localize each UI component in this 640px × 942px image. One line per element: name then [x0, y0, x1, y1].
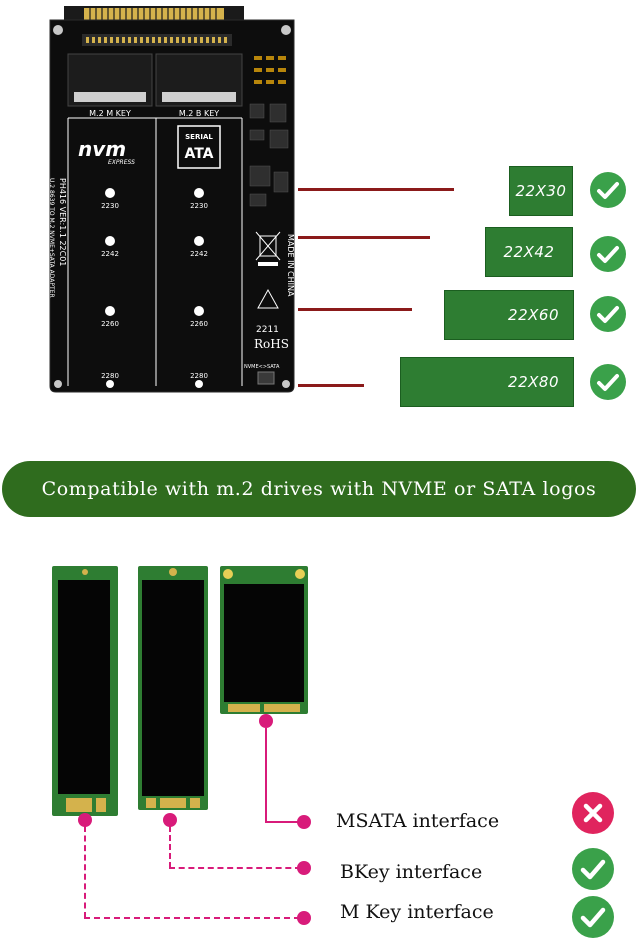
serial-ata-logo: [177, 125, 221, 169]
size-pointer-line: [298, 384, 364, 387]
bkey-guide-line: [169, 826, 171, 868]
supported-check-icon: [572, 848, 614, 890]
drive-size-22x30: 22X30: [509, 166, 573, 216]
supported-check-icon: [590, 236, 626, 272]
svg-text:ATA: ATA: [184, 146, 213, 162]
b-key-ssd-image: [138, 566, 208, 810]
switch-label: NVME<>SATA: [244, 364, 280, 370]
made-in-label: MADE IN CHINA: [286, 234, 295, 297]
drive-size-22x42: 22X42: [485, 227, 573, 277]
board-version-text: PH416 VER:1.1 22C01: [58, 178, 67, 266]
date-code: 2211: [256, 325, 279, 335]
compatibility-banner: Compatible with m.2 drives with NVME or …: [2, 461, 636, 517]
nvm-express-sub: EXPRESS: [108, 159, 135, 166]
esd-icon: [257, 288, 279, 309]
drive-size-22x60: 22X60: [444, 290, 574, 340]
m-key-ssd-image: [52, 566, 118, 816]
msata-label-dot: [297, 815, 311, 829]
msata-guide-line: [265, 728, 267, 822]
banner-text: Compatible with m.2 drives with NVME or …: [41, 478, 597, 500]
mkey-interface-label: M Key interface: [340, 901, 494, 923]
hole-label: 2242: [101, 250, 119, 258]
mkey-guide-line: [84, 917, 300, 919]
msata-pointer-dot: [259, 714, 273, 728]
hole-label: 2280: [190, 372, 208, 380]
mkey-guide-line: [84, 826, 86, 918]
m2-adapter-board: M.2 M KEY M.2 B KEY nvm EXPRESS SERIAL A…: [48, 6, 295, 393]
size-label: 22X60: [508, 306, 559, 324]
bkey-interface-label: BKey interface: [340, 861, 483, 883]
size-label: 22X80: [508, 373, 559, 391]
size-label: 22X30: [515, 182, 567, 200]
hole-label: 2260: [101, 320, 119, 328]
supported-check-icon: [572, 896, 614, 938]
slot-label-b-key: M.2 B KEY: [179, 109, 219, 118]
weee-icon: [255, 231, 281, 261]
mkey-pointer-dot: [78, 813, 92, 827]
supported-check-icon: [590, 364, 626, 400]
slot-label-m-key: M.2 M KEY: [89, 109, 131, 118]
bkey-label-dot: [297, 861, 311, 875]
board-subtitle-text: U.2 8639 TO M.2 NVME+SATA ADAPTER: [48, 178, 55, 298]
svg-text:SERIAL: SERIAL: [185, 133, 213, 141]
supported-check-icon: [590, 296, 626, 332]
size-pointer-line: [298, 308, 412, 311]
rohs-label: RoHS: [254, 337, 289, 351]
msata-interface-label: MSATA interface: [336, 810, 500, 832]
hole-label: 2242: [190, 250, 208, 258]
unsupported-cross-icon: [572, 792, 614, 834]
bkey-pointer-dot: [163, 813, 177, 827]
hole-label: 2280: [101, 372, 119, 380]
hole-label: 2260: [190, 320, 208, 328]
supported-check-icon: [590, 172, 626, 208]
size-label: 22X42: [503, 243, 555, 261]
mount-holes: [105, 188, 204, 388]
msata-ssd-image: [220, 566, 308, 714]
size-pointer-line: [298, 236, 430, 239]
nvm-logo: nvm: [78, 137, 126, 161]
bkey-guide-line: [169, 867, 301, 869]
drive-size-22x80: 22X80: [400, 357, 574, 407]
mkey-label-dot: [297, 911, 311, 925]
msata-guide-line: [265, 821, 301, 823]
mode-switch: [257, 371, 275, 385]
hole-label: 2230: [101, 202, 119, 210]
size-pointer-line: [298, 188, 454, 191]
hole-label: 2230: [190, 202, 208, 210]
